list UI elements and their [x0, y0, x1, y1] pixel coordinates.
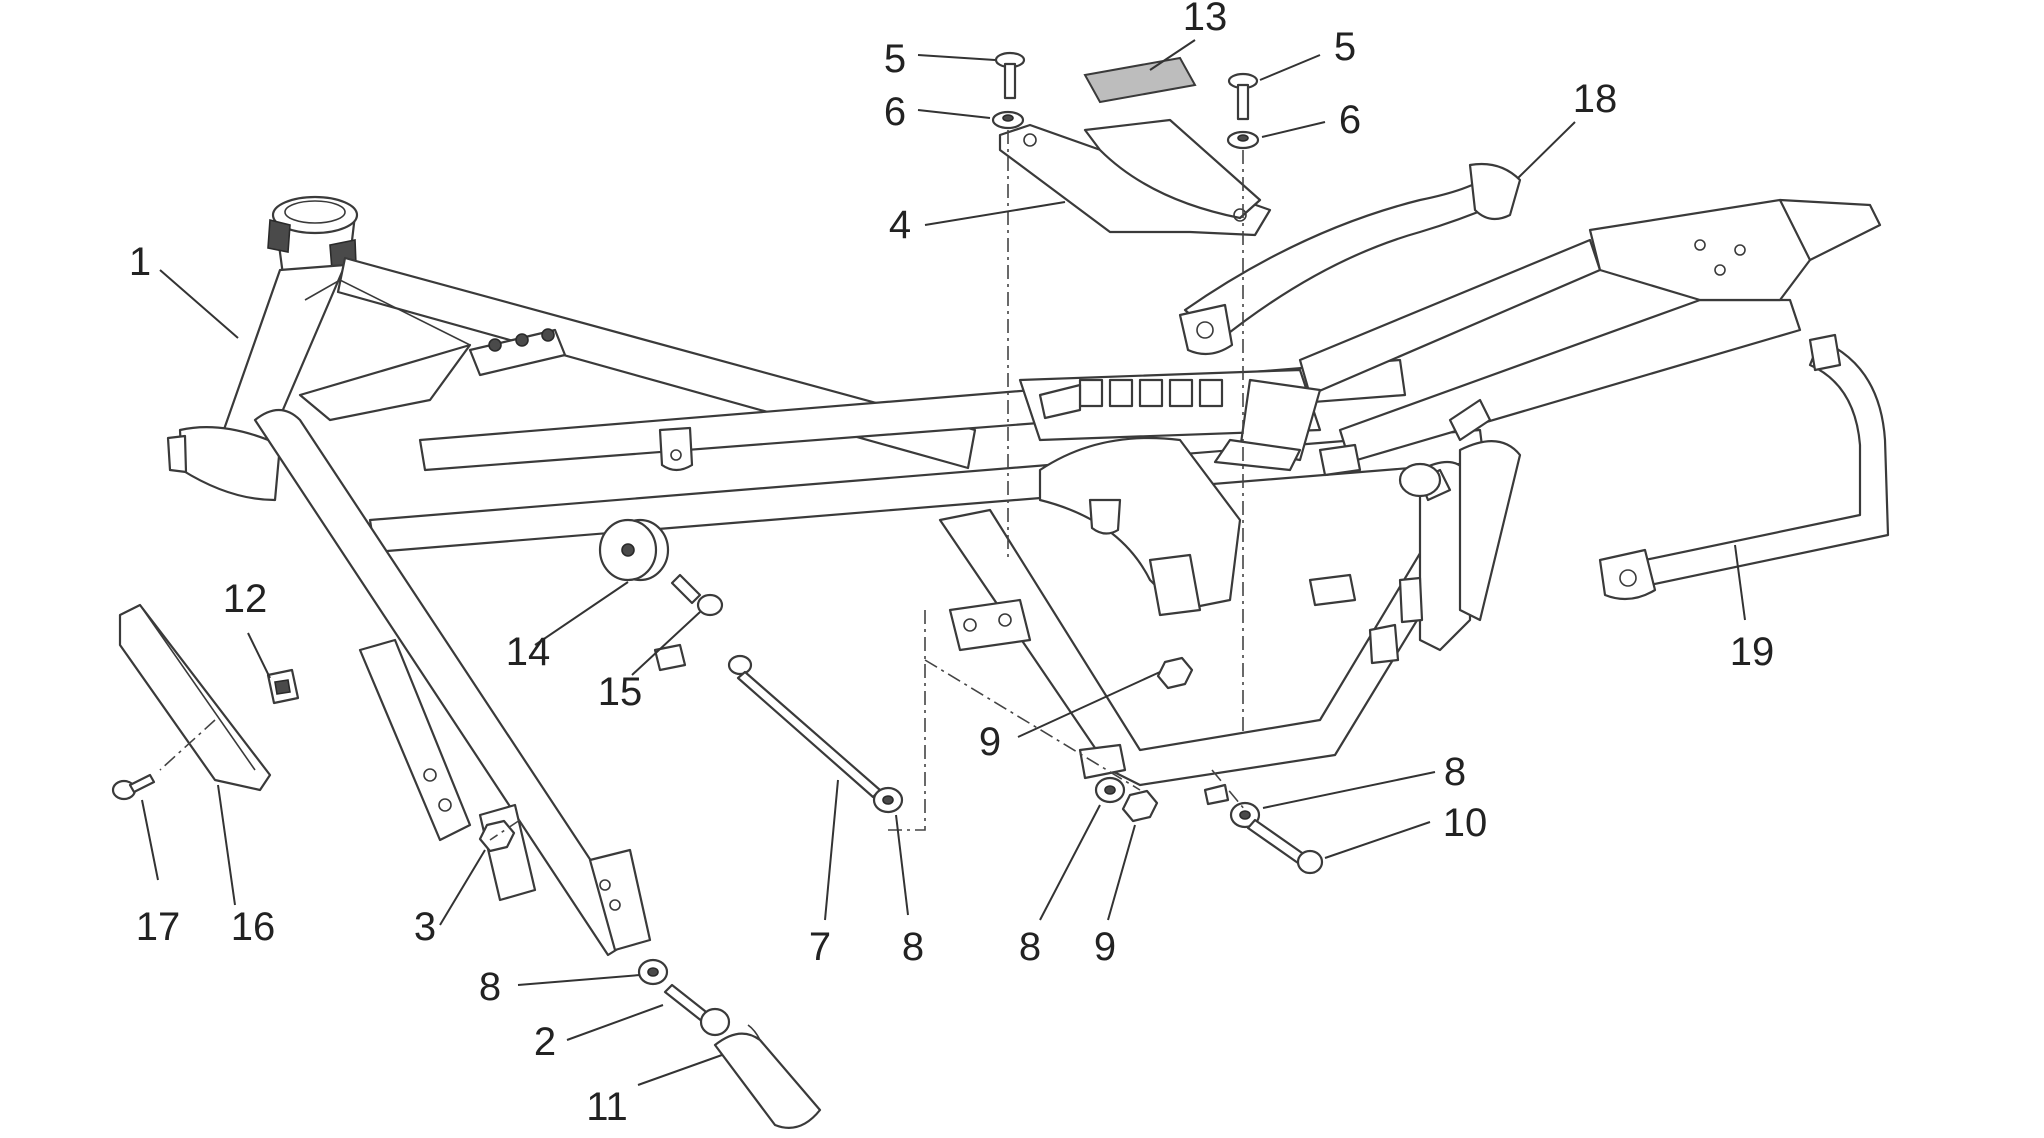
- callout-4: 4: [889, 203, 911, 247]
- part-16-plate: [118, 603, 272, 792]
- callout-6b: 6: [1339, 98, 1361, 142]
- part-14-mount: [598, 518, 670, 582]
- part-18-rail: [1178, 162, 1522, 356]
- part-12-clip: [266, 668, 300, 705]
- part-11-cap: [713, 1024, 822, 1129]
- part-4-cover-plate: [998, 118, 1272, 237]
- callout-18: 18: [1573, 77, 1618, 121]
- part-6-washer-left: [991, 110, 1025, 130]
- part-19-tube: [1598, 333, 1890, 601]
- callout-7: 7: [809, 925, 831, 969]
- callout-12: 12: [223, 577, 268, 621]
- callout-10: 10: [1443, 801, 1488, 845]
- part-2-bolt: [663, 983, 731, 1037]
- callout-labels: 1 2 3 4 5 5 6 6 7 8 8 8 8 9 9 10 11 12 1…: [129, 0, 1774, 1129]
- callout-2: 2: [534, 1020, 556, 1064]
- part-13-pad: [1083, 56, 1197, 104]
- main-frame: [166, 195, 1882, 957]
- part-17-screw: [111, 773, 156, 801]
- callout-8d: 8: [1444, 750, 1466, 794]
- callout-3: 3: [414, 905, 436, 949]
- part-5-screw-left: [994, 51, 1026, 100]
- callout-8a: 8: [479, 965, 501, 1009]
- callout-9b: 9: [1094, 925, 1116, 969]
- part-8-washers: [637, 776, 1261, 986]
- callout-1: 1: [129, 240, 151, 284]
- callout-8c: 8: [1019, 925, 1041, 969]
- part-15-bolt: [670, 573, 724, 617]
- callout-5a: 5: [884, 37, 906, 81]
- callout-11: 11: [586, 1085, 628, 1129]
- callout-8b: 8: [902, 925, 924, 969]
- part-10-bolt: [1246, 818, 1324, 875]
- part-9-nuts: [1121, 656, 1194, 823]
- part-5-screw-right: [1227, 72, 1259, 121]
- callout-5b: 5: [1334, 25, 1356, 69]
- part-6-washer-right: [1226, 130, 1260, 150]
- callout-16: 16: [231, 905, 276, 949]
- part-7-long-bolt: [727, 654, 882, 799]
- callout-19: 19: [1730, 630, 1775, 674]
- callout-13: 13: [1183, 0, 1228, 39]
- callout-6a: 6: [884, 90, 906, 134]
- assembly-lines: [159, 130, 1246, 841]
- callout-17: 17: [136, 905, 181, 949]
- callout-9a: 9: [979, 720, 1001, 764]
- callout-15: 15: [598, 670, 643, 714]
- leader-lines: [141, 39, 1746, 1086]
- callout-14: 14: [506, 630, 551, 674]
